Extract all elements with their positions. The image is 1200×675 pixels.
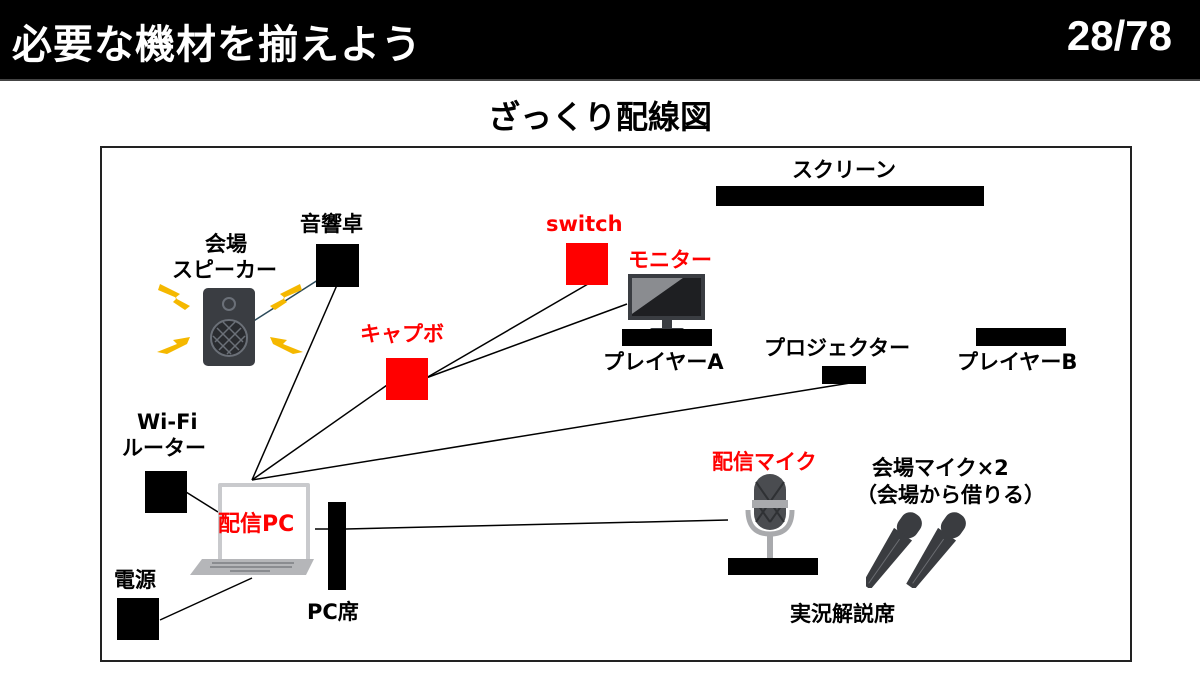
power-label: 電源 bbox=[114, 568, 156, 592]
projector-block bbox=[822, 366, 866, 384]
pc-seat-label: PC席 bbox=[307, 600, 359, 624]
stand-mic-icon bbox=[745, 474, 795, 570]
screen-label: スクリーン bbox=[792, 158, 896, 182]
wifi-label-1: Wi-Fi bbox=[137, 410, 198, 434]
screen-block bbox=[716, 186, 984, 206]
venue-speaker-label-1: 会場 bbox=[205, 232, 247, 256]
commentary-seat-label: 実況解説席 bbox=[790, 602, 895, 626]
stream-pc-label: 配信PC bbox=[218, 512, 295, 537]
switch-block bbox=[566, 243, 608, 285]
power-block bbox=[117, 598, 159, 640]
player-a-table bbox=[622, 329, 712, 346]
commentary-table bbox=[728, 558, 818, 575]
slide-title: 必要な機材を揃えよう bbox=[12, 22, 422, 68]
venue-speaker-label-2: スピーカー bbox=[172, 258, 277, 282]
venue-mic-label-1: 会場マイク×2 bbox=[872, 456, 1009, 480]
wifi-router-block bbox=[145, 471, 187, 513]
pc-seat-block bbox=[328, 502, 346, 590]
header-bar: 必要な機材を揃えよう 28/78 bbox=[0, 0, 1200, 81]
venue-mic-label-2: （会場から借りる） bbox=[856, 483, 1045, 507]
player-b-table bbox=[976, 328, 1066, 346]
capture-board-block bbox=[386, 358, 428, 400]
player-a-label: プレイヤーA bbox=[603, 350, 724, 374]
wifi-label-2: ルーター bbox=[122, 436, 206, 460]
diagram-frame bbox=[100, 146, 1132, 662]
monitor-icon bbox=[628, 274, 705, 333]
handheld-mics-icon bbox=[866, 512, 966, 588]
stream-mic-label: 配信マイク bbox=[712, 450, 817, 474]
mixer-block bbox=[316, 244, 359, 287]
speaker-icon bbox=[157, 284, 303, 366]
mixer-label: 音響卓 bbox=[300, 212, 363, 236]
capture-board-label: キャプボ bbox=[360, 322, 444, 346]
monitor-label: モニター bbox=[628, 248, 712, 272]
laptop-icon bbox=[190, 483, 314, 575]
switch-label: switch bbox=[546, 212, 623, 236]
diagram-title: ざっくり配線図 bbox=[487, 98, 712, 136]
page-number: 28/78 bbox=[1066, 12, 1172, 59]
player-b-label: プレイヤーB bbox=[957, 350, 1078, 374]
projector-label: プロジェクター bbox=[764, 336, 911, 360]
